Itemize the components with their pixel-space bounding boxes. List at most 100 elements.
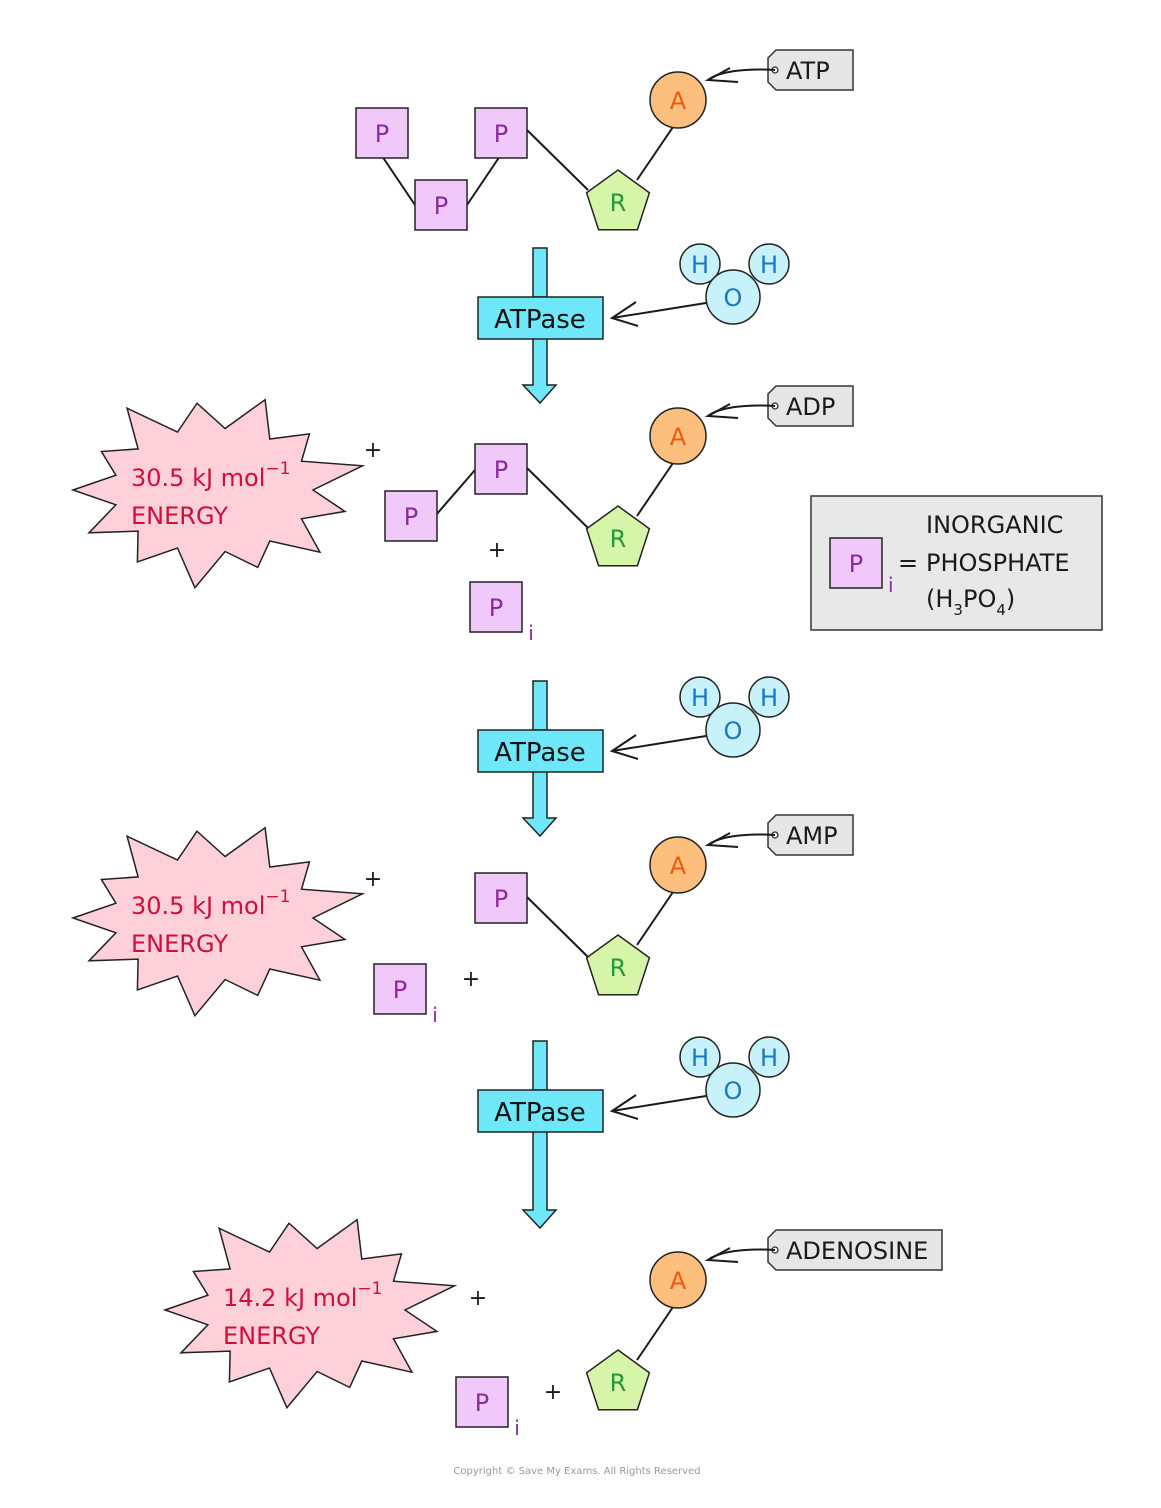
oxygen-letter: O <box>724 284 743 312</box>
hydrogen-atom <box>748 676 790 718</box>
bond-line <box>526 129 589 191</box>
phosphate-group: P <box>414 179 468 231</box>
arrowhead-icon <box>609 301 639 327</box>
hydrogen-letter: H <box>691 251 709 279</box>
plus-sign: + <box>364 867 382 892</box>
adenine-base: A <box>649 407 707 465</box>
atpase-enzyme: ATPase <box>477 680 604 838</box>
inorganic-phosphate: Pi <box>469 581 534 645</box>
phosphate-square <box>384 490 438 542</box>
arrowhead-icon <box>704 67 739 83</box>
ribose-letter: R <box>610 954 627 982</box>
starburst-shape <box>162 1218 458 1410</box>
phosphate-letter: P <box>404 503 418 531</box>
reaction-arrow-stem <box>532 247 548 298</box>
reaction-arrow-stem <box>532 680 548 731</box>
label-tag-adp: ADP <box>704 385 854 427</box>
atpase-label: ATPase <box>494 738 586 768</box>
label-tag-adenosine: ADENOSINE <box>704 1229 943 1271</box>
oxygen-atom <box>705 269 761 325</box>
oxygen-atom <box>705 702 761 758</box>
adenine-base: A <box>649 836 707 894</box>
ribose-sugar: R <box>585 169 651 231</box>
phosphate-group: P <box>474 443 528 495</box>
reaction-arrow-down-icon <box>521 1132 558 1230</box>
tag-label: AMP <box>786 822 838 850</box>
phosphate-letter: P <box>494 456 508 484</box>
plus-sign: + <box>462 967 480 992</box>
inorganic-subscript: i <box>432 1003 438 1027</box>
reaction-arrow-down-icon <box>521 772 558 838</box>
ribose-letter: R <box>610 525 627 553</box>
bond-line <box>636 126 674 181</box>
adenine-letter: A <box>670 423 687 451</box>
ribose-pentagon <box>585 934 651 996</box>
phosphate-square <box>373 963 427 1015</box>
adenine-base: A <box>649 1251 707 1309</box>
legend-line-1: INORGANIC <box>926 511 1063 539</box>
plus-sign: + <box>544 1380 562 1405</box>
ribose-pentagon <box>585 169 651 231</box>
atpase-enzyme: ATPase <box>477 247 604 405</box>
bond-line <box>381 155 416 206</box>
formula-sub: 4 <box>996 601 1006 619</box>
hydrogen-atom <box>748 1036 790 1078</box>
tag-label: ATP <box>786 57 830 85</box>
tag-label: ADENOSINE <box>786 1237 928 1265</box>
hydrogen-atom <box>679 1036 721 1078</box>
hydrogen-atom <box>679 243 721 285</box>
bond-line <box>636 462 674 517</box>
hydrogen-letter: H <box>691 684 709 712</box>
phosphate-letter: P <box>494 885 508 913</box>
arrowhead-icon <box>609 1094 639 1120</box>
hydrogen-atom <box>748 243 790 285</box>
energy-label: ENERGY <box>131 502 228 530</box>
plus-sign: + <box>364 438 382 463</box>
adenine-letter: A <box>670 87 687 115</box>
energy-value: 14.2 kJ mol−1 <box>223 1279 382 1312</box>
oxygen-letter: O <box>724 1077 743 1105</box>
phosphate-square <box>355 107 409 159</box>
phosphate-letter: P <box>434 192 448 220</box>
arrowhead-icon <box>704 403 739 419</box>
tag-label: ADP <box>786 393 835 421</box>
adenine-circle <box>649 1251 707 1309</box>
bond-line <box>636 1306 674 1361</box>
phosphate-square <box>474 107 528 159</box>
hydrogen-letter: H <box>760 684 778 712</box>
ribose-sugar: R <box>585 934 651 996</box>
water-molecule: H HO <box>609 676 790 760</box>
water-arrow-line <box>611 735 707 752</box>
reaction-arrow-stem <box>532 1040 548 1091</box>
label-tag-atp: ATP <box>704 49 854 91</box>
ribose-pentagon <box>585 1349 651 1411</box>
bond-line <box>526 467 589 529</box>
adenine-circle <box>649 407 707 465</box>
label-tag-amp: AMP <box>704 814 854 856</box>
oxygen-atom <box>705 1062 761 1118</box>
phosphate-group: P <box>474 107 528 159</box>
adenine-base: A <box>649 71 707 129</box>
bond-line <box>526 896 589 958</box>
bond-line <box>466 155 501 206</box>
tag-shape <box>767 814 854 856</box>
tag-shape <box>767 49 854 91</box>
legend-formula: (H3PO4) <box>926 585 1015 619</box>
hydrogen-letter: H <box>760 1044 778 1072</box>
ribose-sugar: R <box>585 505 651 567</box>
energy-amount: 30.5 kJ mol <box>131 464 265 492</box>
hydrogen-atom <box>679 676 721 718</box>
oxygen-letter: O <box>724 717 743 745</box>
energy-amount: 14.2 kJ mol <box>223 1284 357 1312</box>
inorganic-phosphate: Pi <box>373 963 438 1027</box>
reaction-arrow-down-icon <box>521 339 558 405</box>
atpase-box <box>477 1089 604 1133</box>
legend-subscript: i <box>888 573 894 597</box>
energy-exponent: −1 <box>357 1279 382 1299</box>
adenine-letter: A <box>670 1267 687 1295</box>
atpase-label: ATPase <box>494 1098 586 1128</box>
